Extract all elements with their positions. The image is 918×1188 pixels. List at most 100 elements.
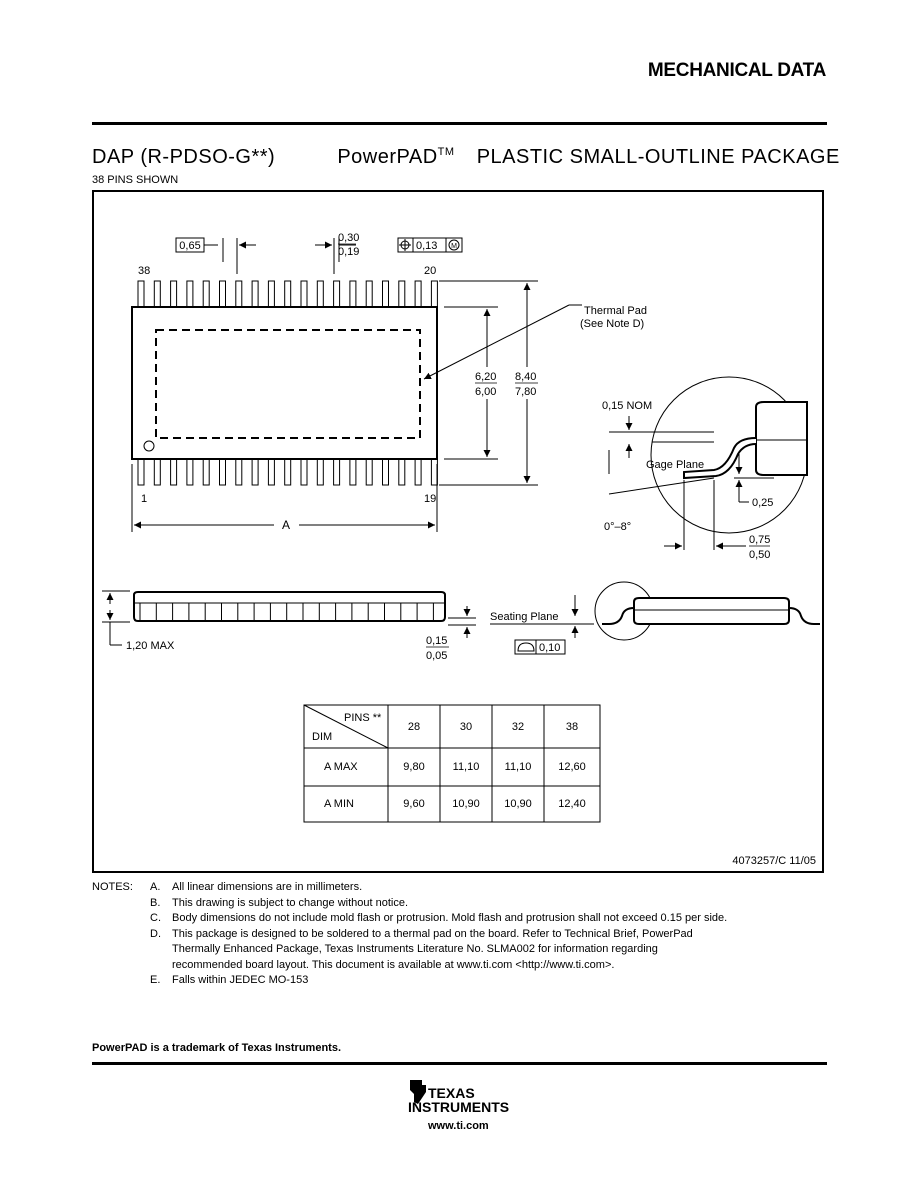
- lead: [414, 458, 422, 486]
- table-cell: 11,10: [453, 761, 480, 773]
- trademark-symbol: TM: [437, 146, 455, 158]
- table-cell: 9,60: [403, 798, 424, 810]
- table-cell: 12,60: [558, 761, 586, 773]
- standoff-max: 0,15: [426, 635, 447, 647]
- lead-width-min: 0,19: [338, 246, 359, 258]
- body-width-max: 6,20: [475, 371, 496, 383]
- table-column-header: 30: [460, 721, 472, 733]
- drawing-frame: 0,65 0,30 0,19 0,13 M 38 20 1 19 Thermal…: [92, 190, 824, 873]
- lead: [202, 458, 210, 486]
- table-column-header: 38: [566, 721, 578, 733]
- side-view-body: [133, 591, 446, 622]
- note-a: A.All linear dimensions are in millimete…: [150, 881, 363, 893]
- document-number: 4073257/C 11/05: [732, 855, 816, 867]
- lead: [349, 280, 357, 308]
- note-c: C.Body dimensions do not include mold fl…: [150, 912, 728, 924]
- lead: [153, 458, 161, 486]
- logo-instruments: INSTRUMENTS: [408, 1099, 509, 1115]
- thermal-pad-note: (See Note D): [580, 318, 644, 330]
- note-d-line-3: recommended board layout. This document …: [172, 958, 615, 971]
- lead: [251, 458, 259, 486]
- note-e: E.Falls within JEDEC MO-153: [150, 974, 309, 986]
- lead: [382, 280, 389, 308]
- position-tolerance-value: 0,13: [416, 240, 437, 252]
- lead: [137, 280, 145, 308]
- table-pins-header: PINS **: [344, 712, 382, 724]
- lead: [398, 458, 406, 486]
- ti-logo: TEXAS INSTRUMENTS: [408, 1078, 518, 1123]
- note-b: B.This drawing is subject to change with…: [150, 896, 409, 909]
- table-row-label: A MIN: [324, 798, 354, 810]
- package-body: [131, 306, 438, 460]
- detail-body: [755, 401, 808, 476]
- flatness-symbol-icon: [517, 642, 535, 652]
- thermal-pad-outline: [155, 329, 421, 439]
- lead: [365, 280, 373, 308]
- standoff-min: 0,05: [426, 650, 447, 662]
- pin-19-label: 19: [424, 493, 436, 505]
- table-cell: 10,90: [452, 798, 480, 810]
- lead: [153, 280, 161, 308]
- lead: [316, 458, 324, 486]
- trademark-notice: PowerPAD is a trademark of Texas Instrum…: [92, 1042, 342, 1054]
- pin1-indicator: [143, 440, 155, 452]
- table-column-header: 32: [512, 721, 524, 733]
- lead: [219, 458, 226, 486]
- height-max-label: 1,20 MAX: [126, 640, 175, 652]
- mmc-symbol-icon: [448, 239, 460, 251]
- lead-width-max: 0,30: [338, 232, 359, 244]
- lead: [219, 280, 226, 308]
- dim-a-label: A: [282, 518, 290, 532]
- table-cell: 12,40: [558, 798, 586, 810]
- total-width-min: 7,80: [515, 386, 536, 398]
- body-width-min: 6,00: [475, 386, 496, 398]
- lead: [300, 280, 308, 308]
- lead: [365, 458, 373, 486]
- drawing-title: DAP (R-PDSO-G**) PowerPADTM PLASTIC SMAL…: [92, 146, 840, 169]
- top-leads: [137, 280, 438, 308]
- table-cell: 11,10: [505, 761, 532, 773]
- pitch-value: 0,65: [179, 240, 200, 252]
- brand-name: PowerPAD: [337, 146, 438, 168]
- side-view-leads: [139, 603, 434, 621]
- top-rule: [92, 122, 827, 125]
- lead: [316, 280, 324, 308]
- package-description: PLASTIC SMALL-OUTLINE PACKAGE: [476, 146, 840, 168]
- lead: [186, 458, 194, 486]
- pin-38-label: 38: [138, 265, 150, 277]
- lead: [202, 280, 210, 308]
- table-column-header: 28: [408, 721, 420, 733]
- lead: [267, 280, 275, 308]
- lead: [235, 280, 243, 308]
- angle-label: 0°–8°: [604, 521, 631, 533]
- detail-lead: [683, 437, 757, 480]
- ti-url: www.ti.com: [428, 1120, 489, 1132]
- bottom-leads: [137, 458, 438, 486]
- coplanarity-frame: [514, 639, 566, 655]
- gage-025-label: 0,25: [752, 497, 773, 509]
- notes-label: NOTES:: [92, 881, 133, 893]
- coplanarity-value: 0,10: [539, 642, 560, 654]
- gage-plane-label: Gage Plane: [646, 459, 704, 471]
- bottom-rule: [92, 1062, 827, 1065]
- lead: [300, 458, 308, 486]
- lead: [170, 280, 178, 308]
- lead: [137, 458, 145, 486]
- lead: [414, 280, 422, 308]
- table-cell: 9,80: [403, 761, 424, 773]
- lead: [333, 280, 341, 308]
- lead: [349, 458, 357, 486]
- thermal-pad-label: Thermal Pad: [584, 305, 647, 317]
- foot-length-min: 0,50: [749, 549, 770, 561]
- lead: [284, 458, 292, 486]
- lead: [235, 458, 243, 486]
- lead: [284, 280, 292, 308]
- lead: [186, 280, 194, 308]
- lead: [382, 458, 389, 486]
- mechanical-drawing: 0,65 0,30 0,19 0,13 M 38 20 1 19 Thermal…: [102, 232, 820, 867]
- pins-shown-note: 38 PINS SHOWN: [92, 174, 179, 186]
- pin-1-label: 1: [141, 493, 147, 505]
- logo-texas: TEXAS: [428, 1085, 475, 1101]
- svg-text:M: M: [451, 243, 457, 250]
